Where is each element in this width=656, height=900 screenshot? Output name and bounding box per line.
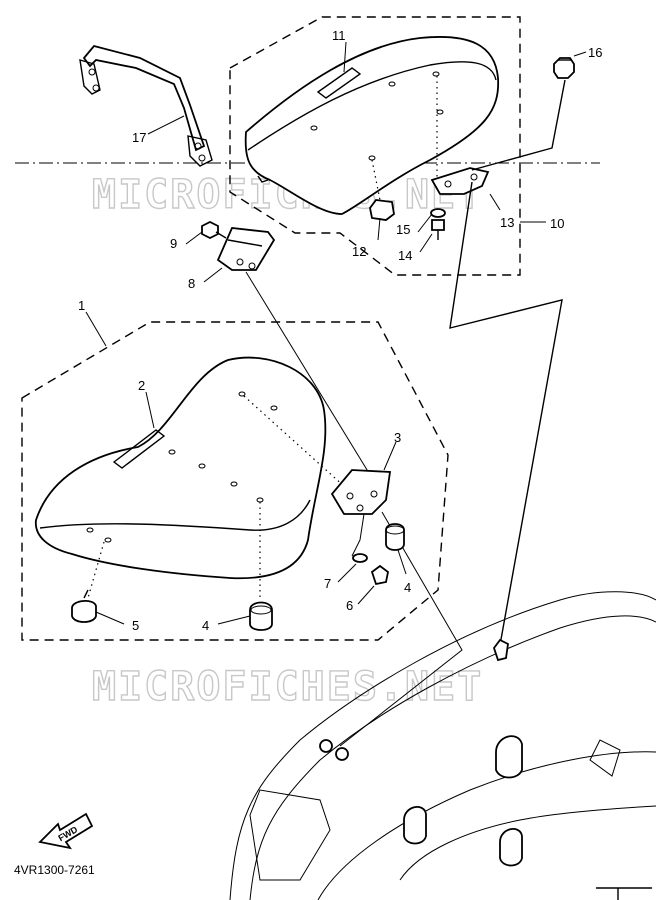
seat-bracket-3 [330,469,392,515]
leader-14 [419,233,433,253]
callout-5: 5 [132,618,139,633]
nut-16 [553,57,575,79]
damper-5 [71,589,97,623]
leader-17 [147,115,185,135]
leader-13 [489,193,501,211]
callout-8: 8 [188,276,195,291]
leader-16 [573,51,587,57]
callout-12: 12 [352,244,366,259]
leader-3-washer [351,513,365,557]
callout-4-right: 4 [404,580,411,595]
callout-15: 15 [396,222,410,237]
rear-bracket [430,167,490,195]
leader-rear-damper [371,159,381,201]
callout-9: 9 [170,236,177,251]
leader-2 [145,391,155,429]
leader-11 [343,41,347,73]
callout-6: 6 [346,598,353,613]
leader-nut-to-bracket [471,79,566,171]
washer-7 [352,553,368,563]
callout-14: 14 [398,248,412,263]
leader-6 [357,585,375,605]
leader-rear-to-frame [449,181,563,646]
rear-seat-pad [244,36,500,215]
watermark-bottom: MICROFICHES.NET [92,664,483,710]
damper-4-lower [249,601,273,631]
leader-4-right [397,549,407,575]
callout-2: 2 [138,378,145,393]
leader-3 [383,441,397,471]
leader-seat-to-bracket [243,395,347,489]
rear-seat-assembly-boundary [229,16,521,276]
grab-bar [79,44,213,167]
callout-16: 16 [588,45,602,60]
damper-4-right [385,523,405,551]
leader-1 [85,311,107,347]
leader-5 [95,611,125,625]
leader-12 [377,217,381,241]
callout-1: 1 [78,298,85,313]
rear-damper [369,199,395,221]
main-seat-assembly-boundary [21,321,449,641]
main-seat-pad [35,356,327,580]
rear-fender-frame [229,591,656,900]
callout-11: 11 [332,28,346,43]
leader-7 [337,563,357,583]
bolt-6 [370,564,389,586]
bolt-14 [431,219,445,240]
forward-arrow-icon: FWD [38,812,94,850]
callout-7: 7 [324,576,331,591]
front-bracket-8 [216,227,276,271]
callout-4-lower: 4 [202,618,209,633]
bolt-9 [201,220,227,240]
callout-13: 13 [500,215,514,230]
diagram-code: 4VR1300-7261 [14,863,95,877]
callout-17: 17 [132,130,146,145]
callout-3: 3 [394,430,401,445]
leader-8-to-3 [245,271,373,479]
leader-8 [203,267,223,283]
leader-3-to-frame [339,511,463,747]
leader-9 [185,231,203,245]
washer-15 [430,208,446,218]
leader-4-lower [217,615,251,625]
leader-15 [417,213,433,233]
callout-10: 10 [550,216,564,231]
